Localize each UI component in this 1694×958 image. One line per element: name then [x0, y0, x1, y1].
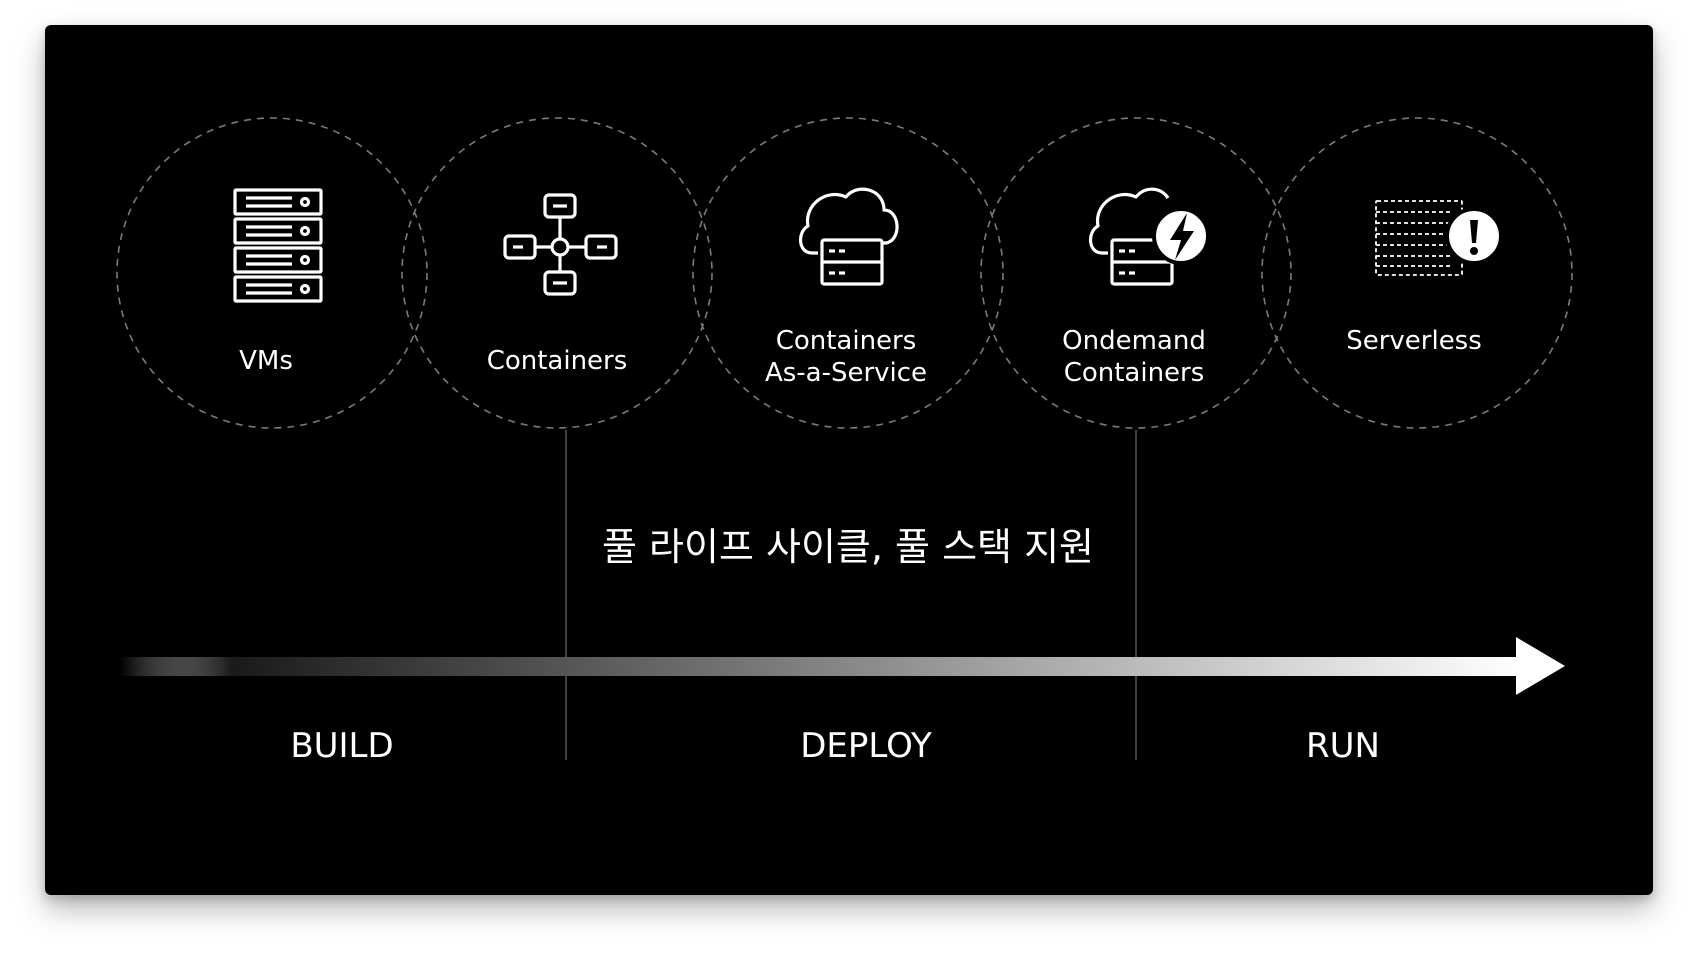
- serverless-alert-icon: [1375, 200, 1503, 276]
- cloud-container-icon: [799, 187, 899, 286]
- phase-label-run: RUN: [1306, 726, 1380, 766]
- container-network-icon: [503, 193, 618, 296]
- stage-label-caas-line1: Containers: [776, 326, 917, 356]
- stage-label-ondemand-line1: Ondemand: [1062, 326, 1206, 356]
- stage-label-containers: Containers: [487, 346, 628, 376]
- stage-circle-vms: [116, 117, 428, 429]
- progress-arrow: [120, 637, 1565, 695]
- diagram-panel: [45, 25, 1653, 895]
- stage-label-vms: VMs: [239, 346, 293, 376]
- phase-label-deploy: DEPLOY: [800, 726, 932, 766]
- cloud-container-lightning-icon: [1089, 187, 1210, 286]
- stage-circle-serverless: [1261, 117, 1573, 429]
- stage-label-ondemand-line2: Containers: [1064, 358, 1205, 388]
- stage-circle-containers: [401, 117, 713, 429]
- stage-labels: VMs Containers Containers As-a-Service O…: [239, 326, 1482, 388]
- stage-circles: [116, 117, 1573, 429]
- stage-circle-ondemand: [980, 117, 1292, 429]
- phase-labels: BUILD DEPLOY RUN: [290, 726, 1380, 766]
- phase-label-build: BUILD: [290, 726, 393, 766]
- caption-text: 풀 라이프 사이클, 풀 스택 지원: [602, 525, 1094, 569]
- stage-circle-caas: [692, 117, 1004, 429]
- stage-label-caas-line2: As-a-Service: [765, 358, 927, 388]
- stage-label-serverless: Serverless: [1346, 326, 1482, 356]
- server-rack-icon: [233, 188, 323, 303]
